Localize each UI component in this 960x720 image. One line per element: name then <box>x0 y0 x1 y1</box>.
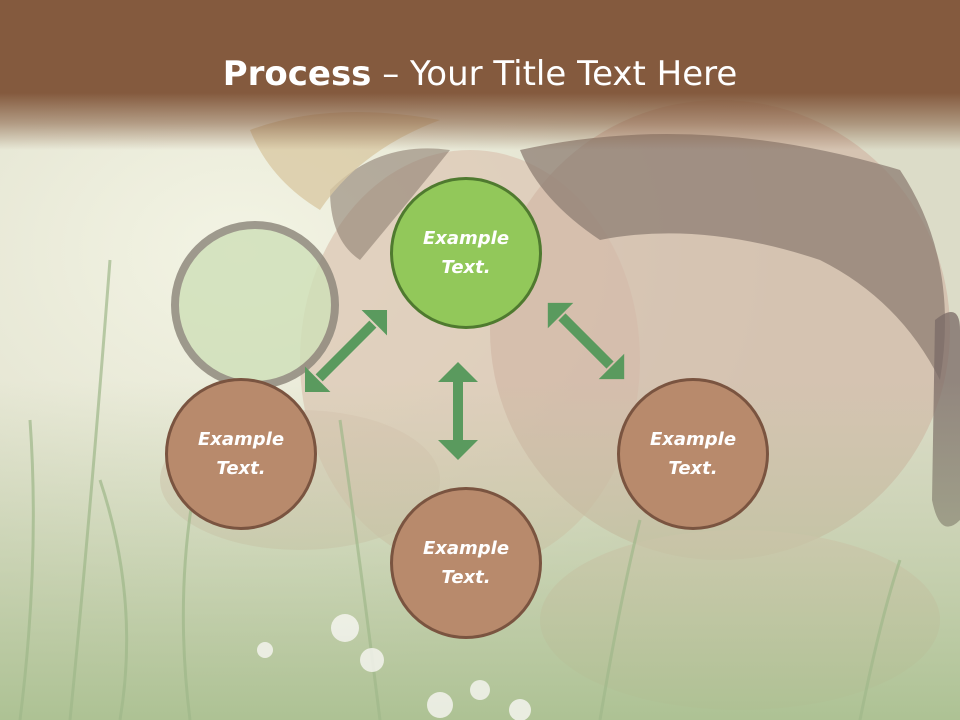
process-node-top-label: Example Text. <box>422 228 510 278</box>
process-node-bottom[interactable]: Example Text. <box>390 487 542 639</box>
process-node-top[interactable]: Example Text. <box>390 177 542 329</box>
arrow-vertical <box>438 362 478 460</box>
title-bar <box>0 0 960 150</box>
arrow-diagonal-right <box>547 302 625 380</box>
process-node-bottom-label: Example Text. <box>422 538 510 588</box>
title-rest: – Your Title Text Here <box>371 54 738 94</box>
title-bold: Process <box>222 54 372 94</box>
process-node-left-label: Example Text. <box>197 429 285 479</box>
arrow-diagonal-left <box>304 309 388 393</box>
process-node-right[interactable]: Example Text. <box>617 378 769 530</box>
slide-title: Process – Your Title Text Here <box>0 52 960 96</box>
process-node-left[interactable]: Example Text. <box>165 378 317 530</box>
process-node-right-label: Example Text. <box>649 429 737 479</box>
